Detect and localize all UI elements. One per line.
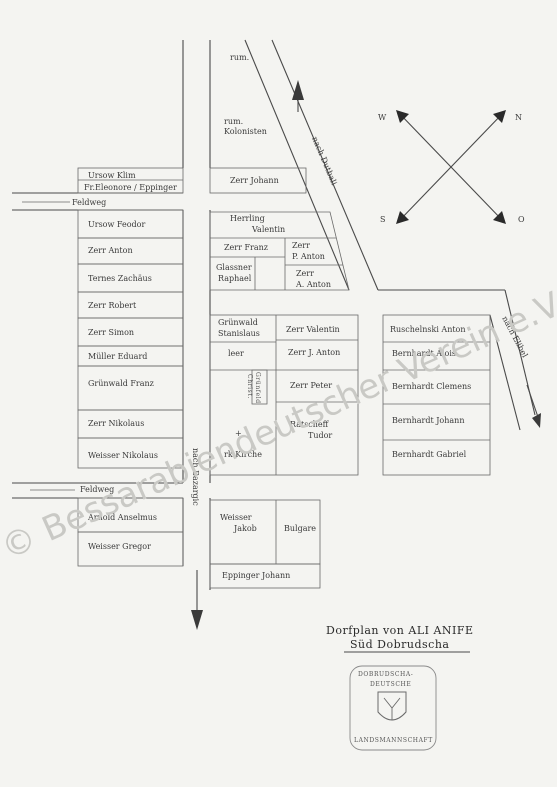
- plot-weisser-gregor: [77, 531, 184, 567]
- map-subtitle: Süd Dobrudscha: [350, 638, 449, 651]
- label-bernhardt-clemens: Bernhardt Clemens: [392, 382, 471, 391]
- label-feldweg-bottom: Feldweg: [80, 485, 114, 494]
- label-zerr-robert: Zerr Robert: [88, 301, 137, 310]
- label-zerr-p-anton-1: Zerr: [292, 241, 310, 250]
- label-weisser-jakob-1: Weisser: [220, 513, 252, 522]
- compass-n-s-line: [397, 111, 505, 223]
- label-zerr-p-anton-2: P. Anton: [292, 252, 325, 261]
- plot-gruenwald-franz: [77, 365, 184, 411]
- compass-w-arrow-icon: [396, 110, 409, 123]
- label-weisser-gregor: Weisser Gregor: [88, 542, 151, 551]
- label-ursow-klim: Ursow Klim: [88, 171, 136, 180]
- stamp-border: [349, 665, 437, 751]
- plots-right: Ruschelnski Anton Bernhardt Alois Bernha…: [382, 314, 491, 476]
- label-mueller: Müller Eduard: [88, 352, 147, 361]
- stamp-eagle-icon: [383, 697, 401, 720]
- label-arnold: Arnold Anselmus: [87, 513, 157, 522]
- diagonal-road-right-edge: [271, 39, 379, 291]
- compass-s-label: S: [380, 215, 385, 224]
- label-ternes: Ternes Zachäus: [88, 274, 152, 283]
- label-zerr-peter: Zerr Peter: [290, 381, 332, 390]
- label-bernhardt-johann: Bernhardt Johann: [392, 416, 464, 425]
- label-rk-kirche: rk.Kirche: [224, 450, 262, 459]
- label-bernhardt-gabriel: Bernhardt Gabriel: [392, 450, 467, 459]
- label-nach-dutbali: nach Dutbali: [310, 135, 339, 187]
- label-fr-eleonore: Fr.Eleonore / Eppinger: [84, 183, 177, 192]
- label-zerr-valentin: Zerr Valentin: [286, 325, 340, 334]
- plot-ursow-klim: [77, 167, 184, 194]
- label-rum: rum.: [230, 53, 249, 62]
- elibel-road-edge-2: [489, 314, 521, 431]
- compass-n-label: N: [515, 113, 522, 122]
- label-herrling-2: Valentin: [251, 225, 285, 234]
- plot-herrling-block: [209, 211, 350, 291]
- label-ratscheff-1: Ratscheff: [290, 420, 330, 429]
- label-gruenfeld-1: Grünfeld: [254, 372, 261, 404]
- plot-church-block: [209, 314, 359, 476]
- stamp-bottom: LANDSMANNSCHAFT: [354, 737, 433, 744]
- compass-o-arrow-icon: [493, 211, 506, 224]
- label-ratscheff-2: Tudor: [308, 431, 332, 440]
- label-gruenfeld-2: Christ.: [246, 374, 253, 399]
- plot-weisser-nikolaus: [77, 437, 184, 469]
- map-title: Dorfplan von ALI ANIFE: [326, 624, 474, 637]
- label-gruenwald-st-1: Grünwald: [218, 318, 258, 327]
- stamp-top-2: DEUTSCHE: [370, 681, 411, 688]
- label-zerr-nikolaus: Zerr Nikolaus: [88, 419, 144, 428]
- label-zerr-a-anton-2: A. Anton: [295, 280, 331, 289]
- label-zerr-a-anton-1: Zerr: [296, 269, 314, 278]
- diagonal-road-left-edge: [244, 39, 350, 291]
- label-bernhardt-alois: Bernhardt Alois: [392, 349, 456, 358]
- label-bulgare: Bulgare: [284, 524, 316, 533]
- label-glassner-2: Raphael: [218, 274, 252, 283]
- road-arrows: [191, 80, 541, 630]
- compass-o-label: O: [518, 215, 525, 224]
- church-cross-icon: +: [235, 429, 242, 438]
- label-glassner-1: Glassner: [216, 263, 252, 272]
- label-zerr-j-anton: Zerr J. Anton: [288, 348, 340, 357]
- label-feldweg-top: Feldweg: [72, 198, 106, 207]
- arrow-se-shaft: [526, 384, 540, 421]
- compass-rose: W N S O: [378, 110, 525, 224]
- label-leer: leer: [228, 349, 244, 358]
- copyright-watermark: © Bessarabiendeutscher Verein e.V.: [0, 282, 557, 568]
- plot-eppinger-johann: [209, 563, 321, 589]
- label-zerr-johann: Zerr Johann: [230, 176, 279, 185]
- label-zerr-anton: Zerr Anton: [88, 246, 133, 255]
- label-weisser-jakob-2: Jakob: [233, 524, 257, 533]
- label-eppinger-johann: Eppinger Johann: [222, 571, 290, 580]
- label-rum-1: rum.: [224, 117, 243, 126]
- label-zerr-simon: Zerr Simon: [88, 328, 134, 337]
- label-gruenwald-st-2: Stanislaus: [218, 329, 260, 338]
- plot-zerr-johann: [209, 167, 307, 194]
- label-gruenwald-franz: Grünwald Franz: [88, 379, 154, 388]
- compass-w-label: W: [378, 113, 387, 122]
- label-ursow-feodor: Ursow Feodor: [88, 220, 145, 229]
- label-nach-bazargic: nach Bazargic: [191, 448, 200, 506]
- label-zerr-franz: Zerr Franz: [224, 243, 268, 252]
- label-weisser-nikolaus: Weisser Nikolaus: [88, 451, 158, 460]
- label-herrling-1: Herrling: [230, 214, 265, 223]
- plots-left: Ursow Klim Fr.Eleonore / Eppinger Ursow …: [72, 167, 184, 567]
- landsmannschaft-stamp: DOBRUDSCHA- DEUTSCHE LANDSMANNSCHAFT: [349, 665, 437, 751]
- arrow-up-icon: [292, 80, 304, 100]
- arrow-se-icon: [532, 413, 541, 428]
- plot-gruenfeld: [251, 369, 268, 405]
- plots-middle: rum. rum. Kolonisten Zerr Johann Herrlin…: [209, 53, 359, 589]
- arrow-down-icon: [191, 610, 203, 630]
- compass-n-arrow-icon: [493, 110, 506, 123]
- stamp-top-1: DOBRUDSCHA-: [358, 671, 413, 678]
- label-ruschelnski: Ruschelnski Anton: [390, 325, 466, 334]
- stamp-shield-icon: [377, 691, 407, 721]
- plot-right-block: [382, 314, 491, 476]
- compass-s-arrow-icon: [396, 211, 409, 224]
- label-kolonisten: Kolonisten: [224, 127, 267, 136]
